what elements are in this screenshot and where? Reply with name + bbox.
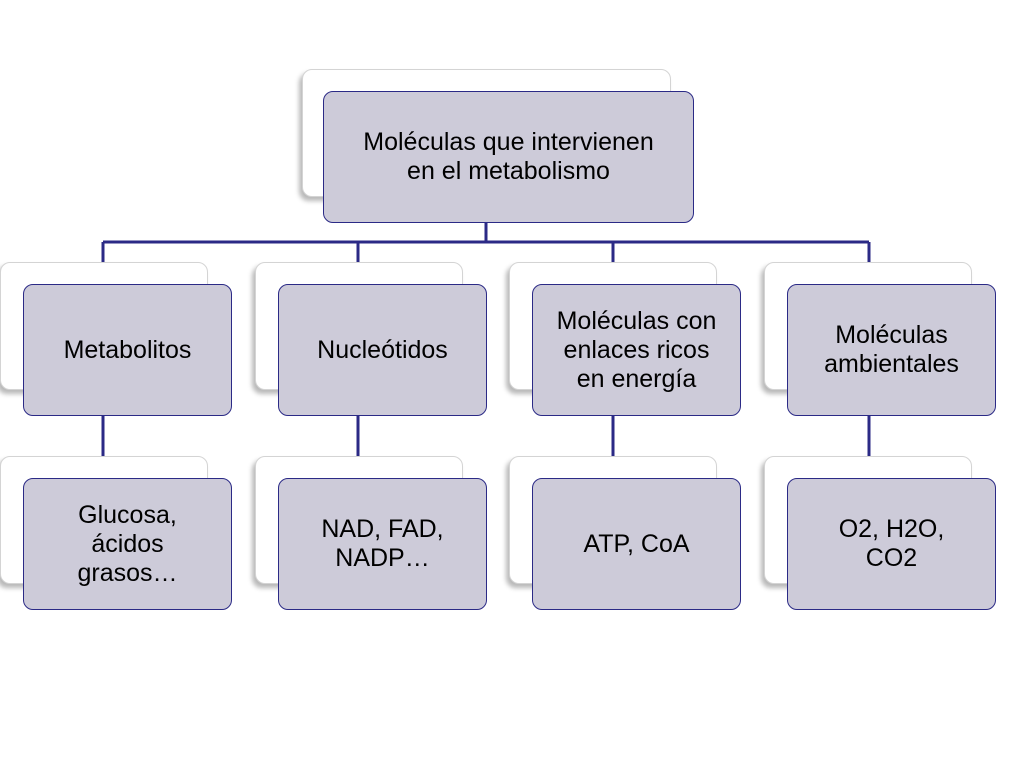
example-label-metabolitos: Glucosa, ácidos grasos…: [77, 500, 178, 587]
example-node-moleculas-energia: ATP, CoA: [532, 478, 741, 610]
example-node-nucleotidos: NAD, FAD, NADP…: [278, 478, 487, 610]
category-label-moleculas-energia: Moléculas con enlaces ricos en energía: [556, 306, 717, 393]
example-node-moleculas-ambientales: O2, H2O, CO2: [787, 478, 996, 610]
category-node-moleculas-ambientales: Moléculas ambientales: [787, 284, 996, 416]
root-node: Moléculas que intervienen en el metaboli…: [323, 91, 694, 223]
example-label-moleculas-energia: ATP, CoA: [583, 529, 690, 558]
category-node-moleculas-energia: Moléculas con enlaces ricos en energía: [532, 284, 741, 416]
category-label-metabolitos: Metabolitos: [63, 335, 192, 364]
category-label-nucleotidos: Nucleótidos: [317, 335, 448, 364]
example-node-metabolitos: Glucosa, ácidos grasos…: [23, 478, 232, 610]
category-node-metabolitos: Metabolitos: [23, 284, 232, 416]
example-label-nucleotidos: NAD, FAD, NADP…: [321, 515, 444, 572]
category-node-nucleotidos: Nucleótidos: [278, 284, 487, 416]
category-label-moleculas-ambientales: Moléculas ambientales: [824, 321, 959, 378]
root-node-label: Moléculas que intervienen en el metaboli…: [363, 128, 654, 185]
example-label-moleculas-ambientales: O2, H2O, CO2: [838, 515, 945, 572]
